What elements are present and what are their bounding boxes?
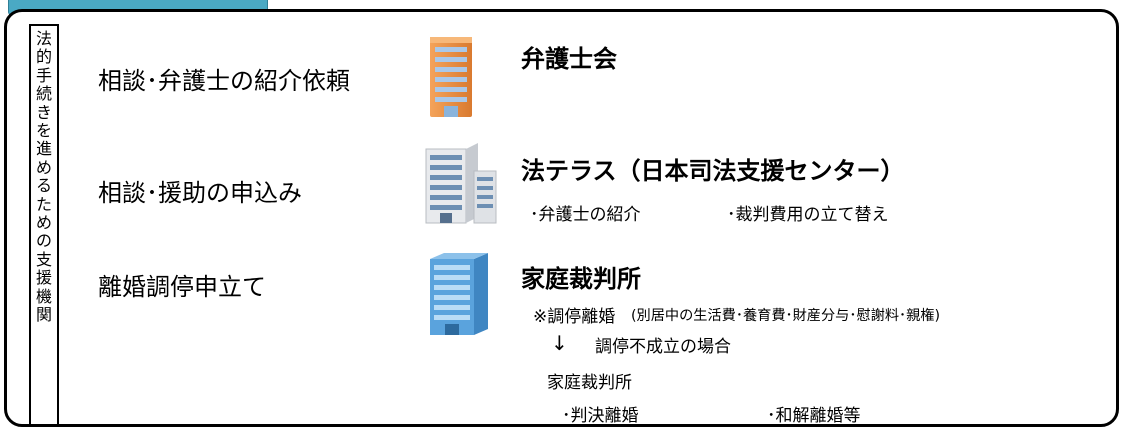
row3-org: 家庭裁判所 [521, 265, 641, 293]
side-label-char: 関 [35, 305, 52, 325]
row3-note-main: ※調停離婚 [533, 307, 616, 327]
side-vertical-label: 法的手続きを進めるための支援機関 [29, 24, 59, 427]
row3-fail-text: 調停不成立の場合 [595, 337, 731, 357]
blue-office-building-icon [428, 251, 492, 341]
side-label-text: 法的手続きを進めるための支援機関 [35, 29, 52, 325]
row3-note-paren: (別居中の生活費･養育費･財産分与･慰謝料･親権) [631, 308, 941, 324]
side-label-char: 続 [35, 84, 52, 104]
side-label-char: 支 [35, 249, 52, 269]
side-label-char: 援 [35, 268, 52, 288]
row3-item-settlement-divorce: ･和解離婚等 [767, 406, 861, 426]
down-arrow-icon: ↓ [551, 331, 568, 355]
orange-building-icon [428, 35, 474, 123]
row3-label: 離婚調停申立て [98, 273, 266, 301]
side-label-char: 的 [35, 47, 52, 67]
side-label-char: る [35, 176, 52, 196]
row3-item-judgment-divorce: ･判決離婚 [562, 406, 639, 426]
side-label-char: き [35, 102, 52, 122]
side-label-char: め [35, 213, 52, 233]
row2-item-court-fee-advance: ･裁判費用の立て替え [727, 205, 889, 225]
row3-court2: 家庭裁判所 [547, 373, 632, 393]
row2-label: 相談･援助の申込み [98, 179, 302, 207]
side-label-char: の [35, 231, 52, 251]
row2-item-lawyer-referral: ･弁護士の紹介 [530, 205, 641, 225]
support-organizations-panel [4, 9, 1119, 427]
row1-label: 相談･弁護士の紹介依頼 [98, 67, 350, 95]
side-label-char: 機 [35, 286, 52, 306]
side-label-char: め [35, 157, 52, 177]
side-label-char: を [35, 121, 52, 141]
row2-org: 法テラス（日本司法支援センター） [521, 157, 905, 185]
row1-org: 弁護士会 [521, 45, 617, 73]
side-label-char: 進 [35, 139, 52, 159]
side-label-char: 法 [35, 29, 52, 48]
side-label-char: 手 [35, 65, 52, 85]
gray-office-building-icon [422, 141, 500, 229]
side-label-char: た [35, 194, 52, 214]
